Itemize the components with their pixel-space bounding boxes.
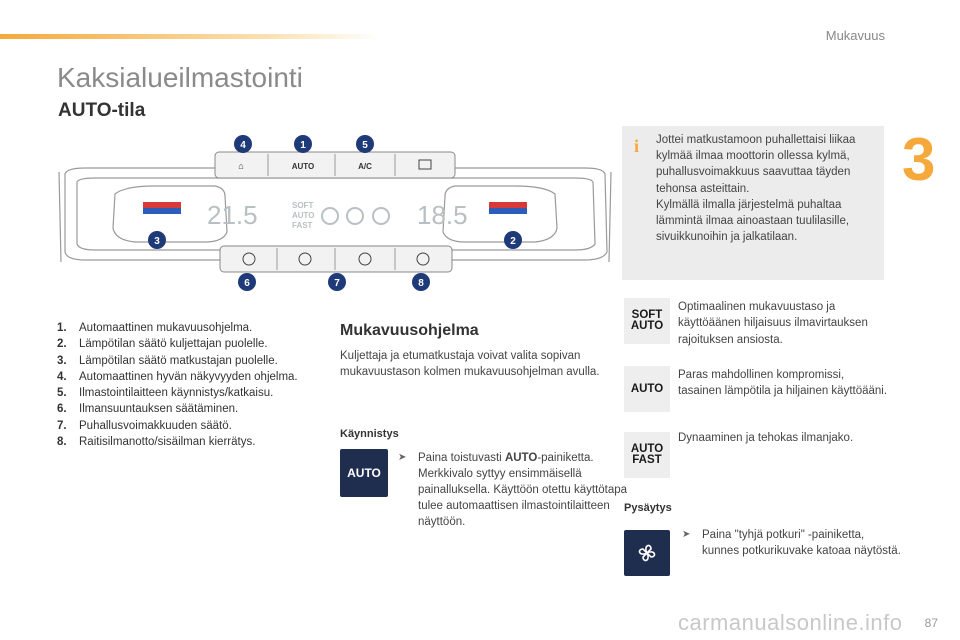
svg-text:SOFT: SOFT [292,201,313,210]
stop-instruction: ➤Paina "tyhjä potkuri" -painiketta, kunn… [682,529,901,557]
legend-item: 4.Automaattinen hyvän näkyvyyden ohjelma… [57,370,298,383]
info-icon: i [634,136,640,156]
info-text: Jottei matkustamoon puhallettaisi liikaa… [656,134,856,244]
page-number: 87 [924,616,938,630]
svg-text:18.5: 18.5 [417,200,468,230]
callout-2 [504,231,522,249]
svg-text:AUTO: AUTO [292,211,315,220]
svg-text:5: 5 [362,140,368,151]
svg-text:⌂: ⌂ [238,161,243,171]
arrow-icon: ➤ [398,452,407,463]
svg-text:FAST: FAST [292,221,313,230]
stop-label: Pysäytys [624,502,672,514]
callout-3 [148,231,166,249]
svg-text:8: 8 [418,278,424,289]
bottom-button-strip [219,245,453,273]
legend-item: 7.Puhallusvoimakkuuden säätö. [57,419,232,432]
legend-item: 6.Ilmansuuntauksen säätäminen. [57,403,239,416]
panel-auto-label: AUTO [292,162,315,171]
callout-markers: 1 2 3 4 5 6 7 8 [148,135,522,291]
callout-8 [412,273,430,291]
panel-display: 21.5 18.5 SOFT AUTO FAST [207,200,468,230]
fan-button-image [624,530,670,576]
auto-fast-text: Dynaaminen ja tehokas ilmanjako. [678,432,854,444]
legend-list: 1.Automaattinen mukavuusohjelma. 2.Lämpö… [57,320,327,450]
callout-5 [356,135,374,153]
info-box: i Jottei matkustamoon puhallettaisi liik… [622,126,884,280]
fan-icon [638,544,656,562]
page-title: Kaksialueilmastointi [57,62,303,93]
legend-item: 1.Automaattinen mukavuusohjelma. [57,322,253,334]
climate-panel-illustration: ⌂ AUTO A/C 21.5 18.5 SOFT AUTO FAST 1 2 … [58,135,612,291]
svg-text:6: 6 [244,278,250,289]
start-instruction: ➤Paina toistuvasti AUTO-painiketta. Merk… [398,452,628,528]
panel-ac-label: A/C [358,162,372,171]
svg-text:21.5: 21.5 [207,200,258,230]
legend-item: 5.Ilmastointilaitteen käynnistys/katkais… [57,387,274,400]
chapter-number: 3 [902,126,936,193]
arrow-icon: ➤ [682,529,691,540]
callout-4 [234,135,252,153]
auto-button-image: AUTO [340,449,388,497]
svg-text:7: 7 [334,278,340,289]
callout-1 [294,135,312,153]
callout-6 [238,273,256,291]
header-accent-bar [0,34,380,39]
legend-item: 3.Lämpötilan säätö matkustajan puolelle. [57,354,278,367]
svg-text:3: 3 [154,236,160,247]
page-subtitle: AUTO-tila [58,100,146,121]
callout-7 [328,273,346,291]
watermark: carmanualsonline.info [678,610,903,635]
auto-icon: AUTO [624,366,670,412]
top-button-strip: ⌂ AUTO A/C [214,151,456,179]
svg-text:4: 4 [240,140,246,151]
svg-text:2: 2 [510,236,516,247]
start-label: Käynnistys [340,428,399,440]
program-heading: Mukavuusohjelma [340,322,479,339]
program-intro: Kuljettaja ja etumatkustaja voivat valit… [340,350,600,378]
auto-text: Paras mahdollinen kompromissi, tasainen … [678,369,888,398]
soft-auto-text: Optimaalinen mukavuustaso ja käyttöäänen… [678,301,868,346]
section-label: Mukavuus [825,28,885,43]
legend-item: 2.Lämpötilan säätö kuljettajan puolelle. [57,338,268,351]
legend-item: 8.Raitisilmanotto/sisäilman kierrätys. [57,436,256,449]
svg-text:1: 1 [300,140,306,151]
